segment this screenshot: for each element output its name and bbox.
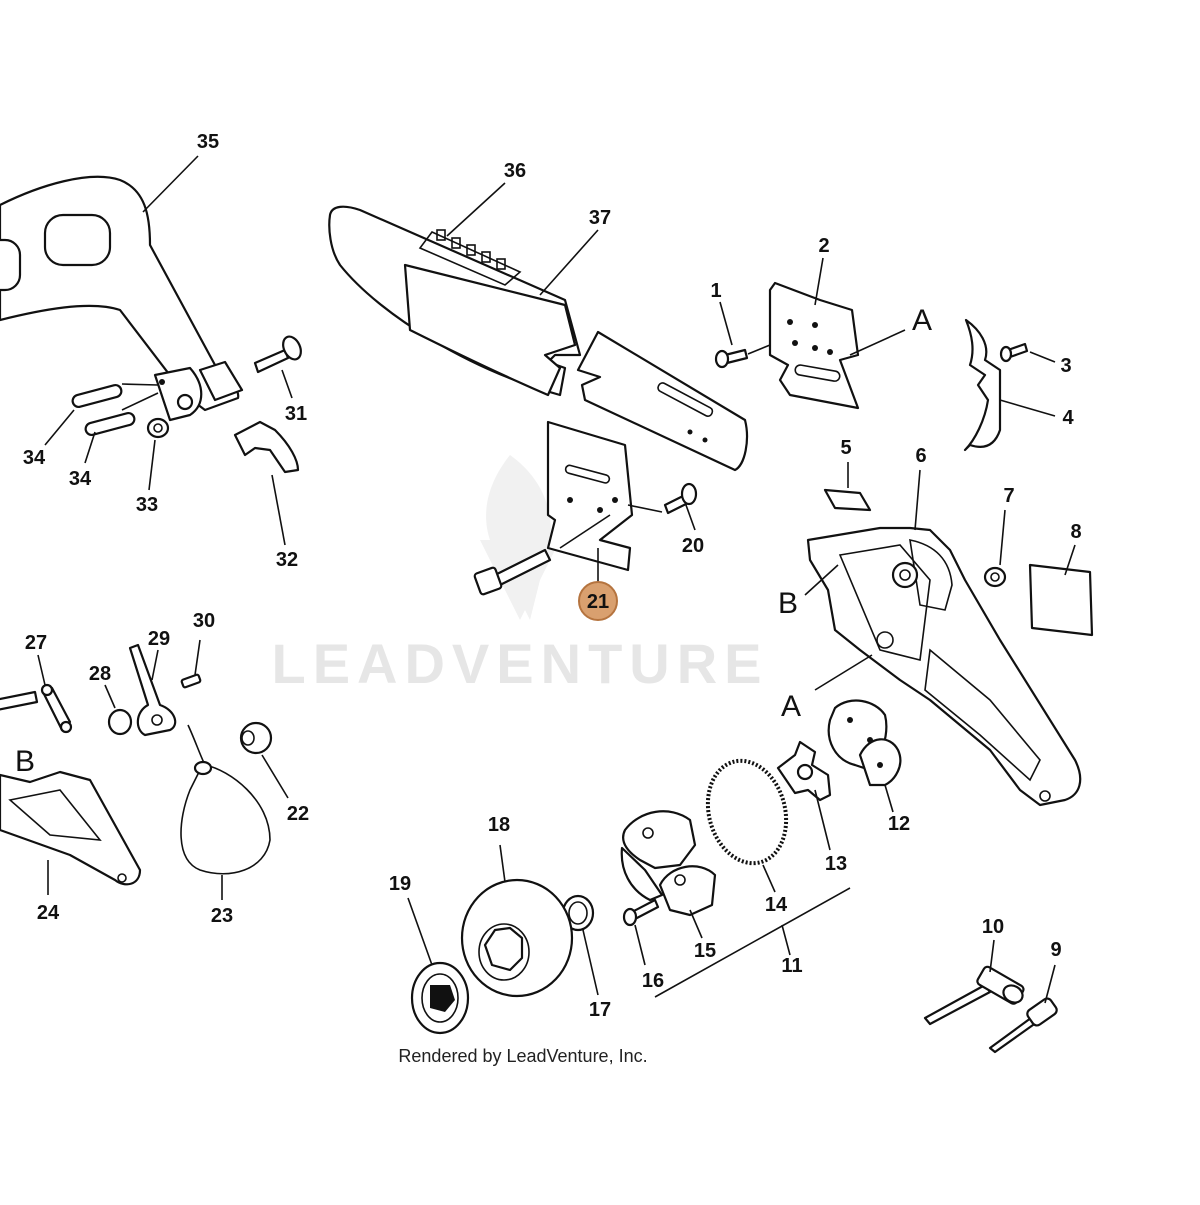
reference-b-left: B (15, 745, 35, 778)
callout-28: 28 (89, 663, 111, 685)
callout-34-b: 34 (69, 468, 92, 490)
callout-24: 24 (37, 902, 60, 924)
spring-30[interactable] (180, 673, 202, 689)
clutch-hub-13[interactable] (776, 740, 832, 802)
leader-35 (142, 155, 199, 213)
brake-band-23[interactable] (180, 724, 271, 875)
callout-36: 36 (504, 160, 526, 182)
guide-plate-2[interactable] (768, 281, 860, 410)
screw-16[interactable] (622, 898, 660, 927)
callout-13: 13 (825, 853, 847, 875)
callout-33: 33 (136, 494, 158, 516)
reference-a-upper: A (912, 304, 932, 337)
callout-2: 2 (818, 235, 829, 257)
screw-26[interactable] (0, 690, 39, 711)
screwdriver-9[interactable] (988, 997, 1059, 1054)
lever-29[interactable] (128, 643, 177, 737)
callout-16: 16 (642, 970, 664, 992)
callout-18: 18 (488, 814, 510, 836)
callout-15: 15 (694, 940, 716, 962)
callout-30: 30 (193, 610, 215, 632)
bushing-22[interactable] (239, 721, 273, 755)
nut-7[interactable] (983, 566, 1007, 588)
reference-a-lower: A (781, 690, 801, 723)
callout-3: 3 (1060, 355, 1071, 377)
callout-9: 9 (1050, 939, 1061, 961)
callout-14: 14 (765, 894, 788, 916)
callout-1: 1 (710, 280, 721, 302)
callout-21-highlight[interactable]: 21 (578, 581, 618, 621)
callout-27: 27 (25, 632, 47, 654)
chain-catcher-4[interactable] (963, 318, 1002, 452)
callout-10: 10 (982, 916, 1004, 938)
clutch-plate-12[interactable] (827, 699, 902, 787)
callout-11: 11 (781, 955, 802, 977)
callout-7: 7 (1003, 485, 1014, 507)
callout-29: 29 (148, 628, 170, 650)
combination-wrench-10[interactable] (923, 965, 1026, 1026)
callout-21[interactable]: 21 (587, 591, 609, 613)
callout-17: 17 (589, 999, 611, 1021)
hand-guard-32[interactable] (233, 420, 300, 474)
bar-plate-21[interactable] (546, 420, 634, 572)
callout-8: 8 (1070, 521, 1081, 543)
clutch-drum-18[interactable] (460, 878, 574, 998)
link-27[interactable] (40, 683, 73, 734)
callout-31: 31 (285, 403, 307, 425)
callout-22: 22 (287, 803, 309, 825)
highlight-badge[interactable] (578, 581, 618, 621)
pin-34-lower[interactable] (84, 411, 136, 437)
front-handle[interactable] (0, 175, 244, 422)
callout-19: 19 (389, 873, 411, 895)
clutch-cover-6[interactable] (806, 526, 1082, 807)
callout-20: 20 (682, 535, 704, 557)
nut-33[interactable] (146, 417, 170, 439)
clutch-spring-14[interactable] (697, 752, 797, 872)
callout-37: 37 (589, 207, 611, 229)
callout-35: 35 (197, 131, 219, 153)
screw-3[interactable] (999, 342, 1029, 363)
screw-31[interactable] (253, 334, 304, 374)
callout-32: 32 (276, 549, 298, 571)
callout-4: 4 (1062, 407, 1074, 429)
screw-1[interactable] (714, 348, 749, 369)
screw-20[interactable] (663, 482, 698, 515)
callout-6: 6 (915, 445, 926, 467)
bolt-21-stud[interactable] (473, 548, 552, 596)
reference-b-right: B (778, 587, 798, 620)
callout-12: 12 (888, 813, 910, 835)
clutch-shoe-15[interactable] (620, 810, 717, 917)
watermark-text: LEADVENTURE (271, 632, 768, 695)
bracket-11 (654, 887, 851, 998)
label-8[interactable] (1028, 563, 1094, 637)
label-5[interactable] (823, 488, 872, 512)
guide-bar-37[interactable] (403, 263, 749, 472)
bushing-28[interactable] (107, 708, 133, 736)
pin-34-upper[interactable] (71, 383, 123, 409)
brake-housing-24[interactable] (0, 770, 142, 886)
credit-text: Rendered by LeadVenture, Inc. (398, 1046, 647, 1066)
callout-23: 23 (211, 905, 233, 927)
sprocket-19[interactable] (410, 961, 470, 1035)
callout-34-a: 34 (23, 447, 46, 469)
callout-5: 5 (840, 437, 851, 459)
